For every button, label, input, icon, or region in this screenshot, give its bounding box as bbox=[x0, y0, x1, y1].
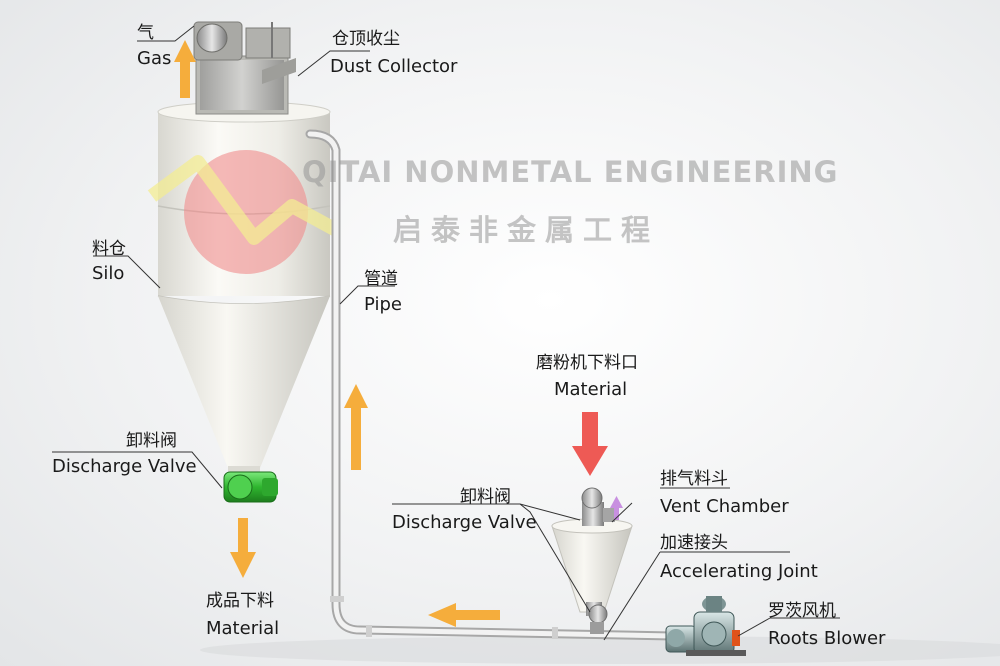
gas-label-en: Gas bbox=[137, 48, 172, 69]
gas-label-cn: 气 bbox=[137, 23, 154, 43]
mill-material-label-en: Material bbox=[554, 379, 628, 400]
roots-blower-label-cn: 罗茨风机 bbox=[768, 601, 836, 621]
discharge-valve-right-label-cn: 卸料阀 bbox=[460, 487, 511, 507]
product-material-label-en: Material bbox=[206, 618, 280, 639]
arrow-product-down bbox=[230, 518, 256, 578]
vent-chamber-label-en: Vent Chamber bbox=[660, 496, 789, 517]
discharge-valve-left-label-en: Discharge Valve bbox=[52, 456, 197, 477]
dust-collector-label-cn: 仓顶收尘 bbox=[332, 29, 400, 49]
arrow-pipe-left bbox=[428, 603, 500, 627]
floor-shadow bbox=[200, 636, 1000, 664]
pipe-label-en: Pipe bbox=[364, 294, 402, 315]
arrow-gas-up bbox=[174, 40, 196, 98]
roots-blower bbox=[665, 596, 746, 656]
dust-collector-label-en: Dust Collector bbox=[330, 56, 458, 77]
watermark-text-cn: 启泰非金属工程 bbox=[393, 213, 660, 247]
pipe-label-cn: 管道 bbox=[364, 269, 398, 289]
discharge-valve-left-label-cn: 卸料阀 bbox=[126, 431, 177, 451]
vent-chamber-label-cn: 排气料斗 bbox=[660, 469, 728, 489]
product-material-label-cn: 成品下料 bbox=[206, 591, 274, 611]
dust-collector bbox=[193, 21, 296, 115]
watermark-logo bbox=[147, 150, 340, 274]
arrow-vent-up bbox=[610, 496, 623, 520]
conveying-pipe bbox=[305, 129, 677, 641]
silo-label-en: Silo bbox=[92, 263, 125, 284]
discharge-valve-right-label-en: Discharge Valve bbox=[392, 512, 537, 533]
arrow-material-in bbox=[572, 412, 608, 476]
mill-material-label-cn: 磨粉机下料口 bbox=[536, 353, 638, 373]
vent-chamber-hopper bbox=[551, 487, 633, 634]
accelerating-joint-label-en: Accelerating Joint bbox=[660, 561, 818, 582]
accelerating-joint-label-cn: 加速接头 bbox=[660, 533, 728, 553]
discharge-valve-silo bbox=[223, 471, 278, 503]
leader-lines bbox=[52, 25, 840, 641]
arrow-pipe-up bbox=[344, 384, 368, 470]
roots-blower-label-en: Roots Blower bbox=[768, 628, 886, 649]
silo-label-cn: 料仓 bbox=[92, 239, 126, 259]
watermark-text-en: QITAI NONMETAL ENGINEERING bbox=[302, 155, 839, 189]
